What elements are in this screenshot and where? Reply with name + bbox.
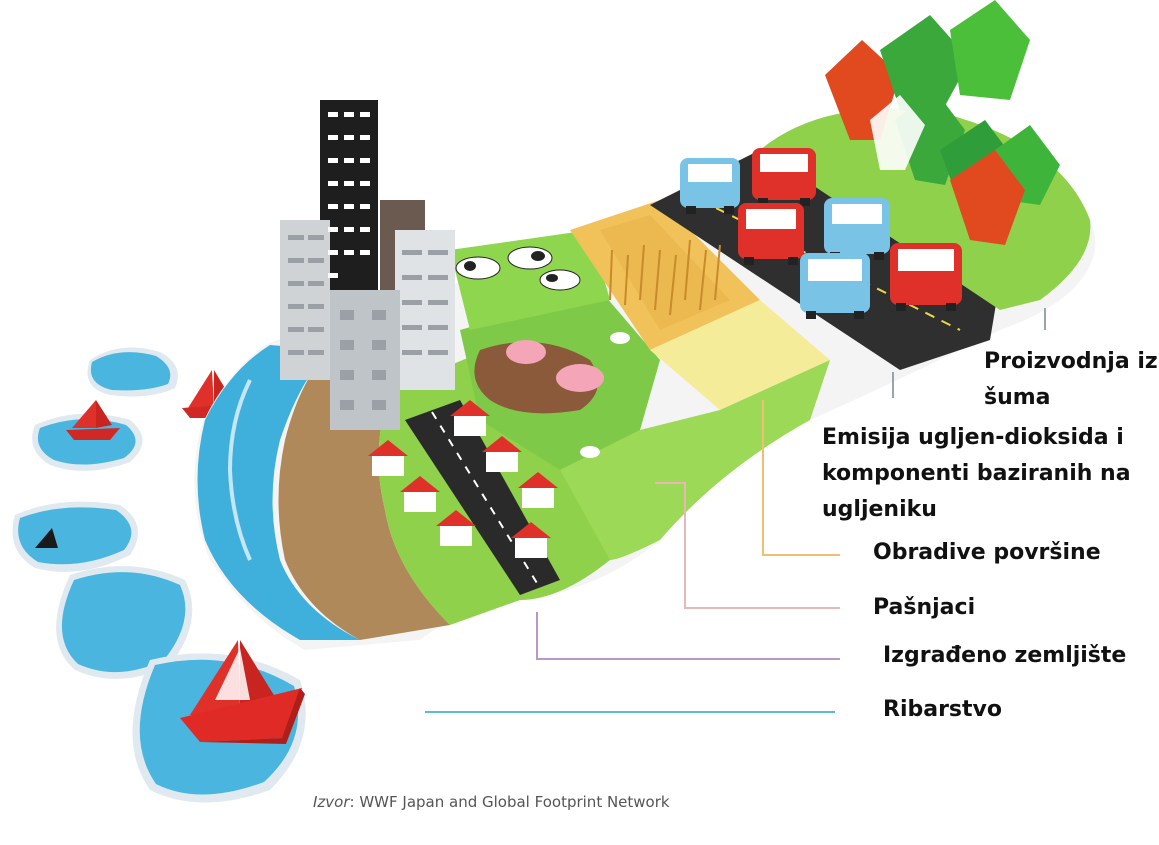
label-built-up-land: Izgrađeno zemljište — [883, 643, 1127, 668]
building-windows — [328, 112, 370, 278]
pigs — [506, 340, 604, 392]
houses — [368, 400, 558, 558]
cows — [455, 246, 581, 291]
label-fishing-grounds: Ribarstvo — [883, 697, 1002, 722]
goats — [580, 332, 630, 458]
source-text: : WWF Japan and Global Footprint Network — [349, 793, 670, 811]
label-forest-products-line1: Proizvodnja iz — [984, 349, 1158, 374]
leader-lines — [425, 308, 1046, 713]
leader-cropland — [762, 400, 840, 556]
label-carbon-line3: ugljeniku — [822, 497, 937, 522]
building-windows-grey — [288, 235, 448, 410]
wheat-stalks — [609, 239, 721, 316]
leader-grazing — [655, 482, 840, 609]
source-prefix: Izvor — [313, 793, 350, 811]
source-caption: Izvor: WWF Japan and Global Footprint Ne… — [313, 793, 670, 811]
label-carbon-line1: Emisija ugljen-dioksida i — [822, 425, 1124, 450]
label-forest-products-line2: šuma — [984, 385, 1051, 410]
label-grazing-land: Pašnjaci — [873, 595, 976, 620]
label-cropland: Obradive površine — [873, 540, 1101, 565]
label-carbon-line2: komponenti baziranih na — [822, 461, 1131, 486]
cars — [680, 148, 962, 319]
leader-built — [536, 612, 840, 660]
trees — [825, 0, 1060, 245]
